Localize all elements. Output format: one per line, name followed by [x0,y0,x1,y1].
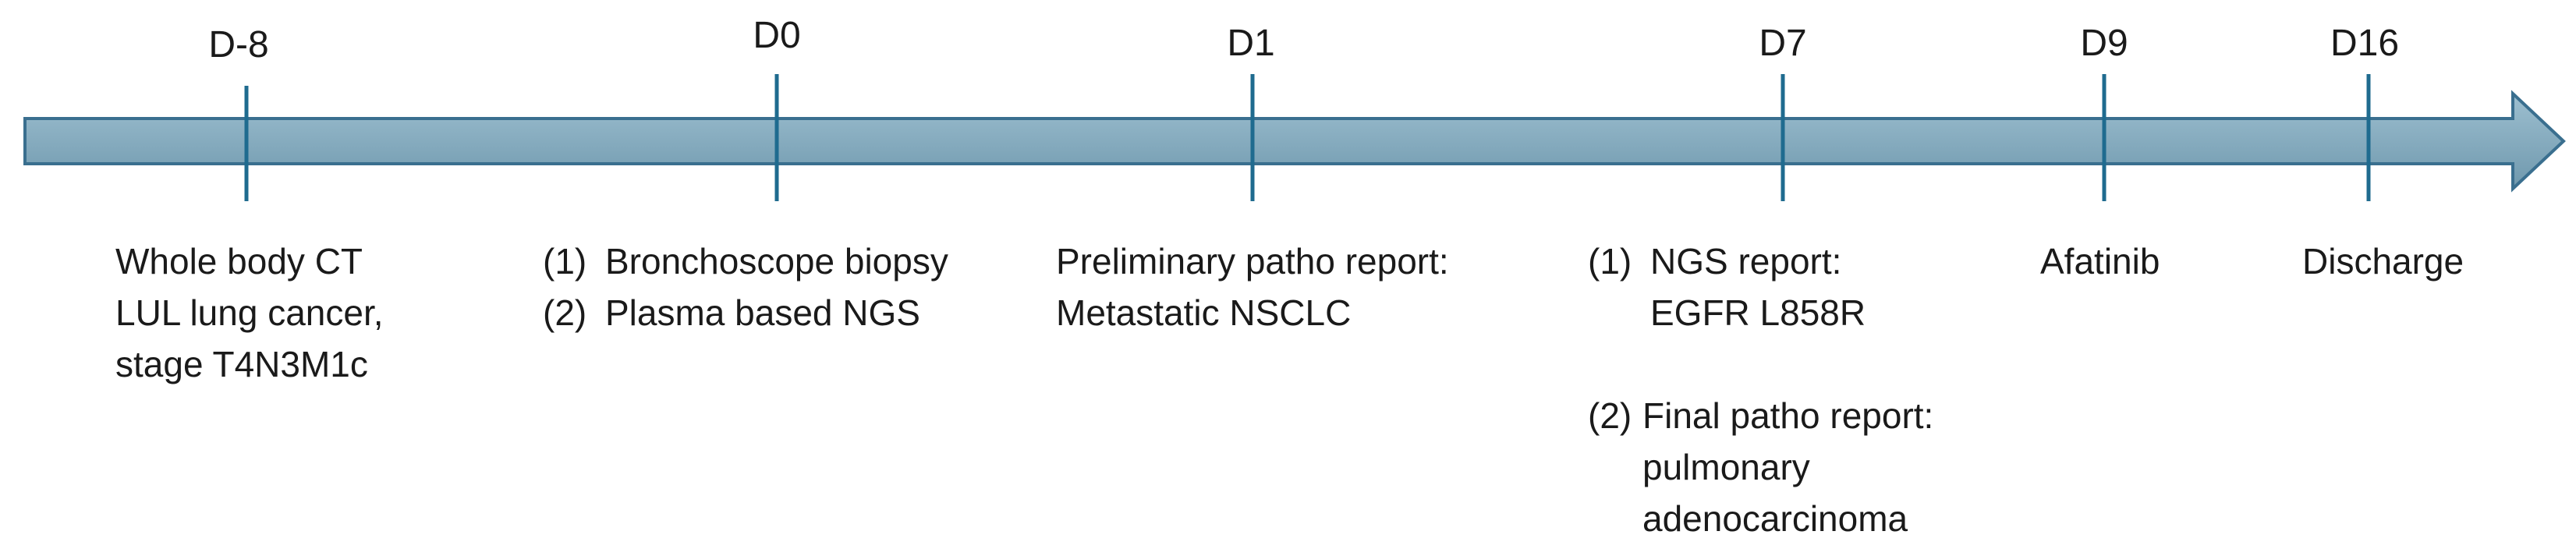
item-number: (1) [1588,241,1632,282]
day-label-d7: D7 [1759,23,1807,64]
event-d1: Preliminary patho report: Metastatic NSC… [1056,236,1449,338]
item-text: Final patho report: [1642,395,1934,436]
day-label-d1: D1 [1227,23,1275,64]
timeline-arrow [23,90,2566,193]
item-number: (1) [543,241,587,282]
day-label-d16: D16 [2330,23,2400,64]
event-line: Whole body CT [115,241,363,282]
item-text: NGS report: [1650,241,1842,282]
event-line: Preliminary patho report: [1056,241,1449,282]
event-line: Metastatic NSCLC [1056,292,1352,333]
day-label-d-minus-8: D-8 [208,24,269,66]
item-text: EGFR L858R [1650,292,1866,333]
item-number: (2) [543,292,587,333]
event-item: (1) Bronchoscope biopsy [543,236,948,287]
event-d-minus-8: Whole body CT LUL lung cancer, stage T4N… [115,236,384,390]
item-number: (2) [1588,395,1632,436]
event-d7-item1: (1) NGS report: EGFR L858R [1588,236,1866,338]
event-item: (2) Plasma based NGS [543,287,948,338]
event-d7-item2: (2)Final patho report: pulmonary adenoca… [1588,390,1933,544]
event-item: (1) NGS report: [1588,236,1866,287]
item-text: Bronchoscope biopsy [605,241,948,282]
day-label-d9: D9 [2080,23,2128,64]
day-label-d0: D0 [753,15,801,56]
event-d16: Discharge [2302,241,2464,282]
event-d0: (1) Bronchoscope biopsy (2) Plasma based N… [543,236,948,338]
day-ticks [244,74,2371,201]
item-text: adenocarcinoma [1642,498,1908,539]
event-line: stage T4N3M1c [115,344,368,384]
item-text: pulmonary [1642,447,1810,487]
event-line: LUL lung cancer, [115,292,384,333]
event-d9: Afatinib [2040,241,2160,282]
event-item: (2)Final patho report: [1588,390,1933,441]
item-text: Plasma based NGS [605,292,920,333]
